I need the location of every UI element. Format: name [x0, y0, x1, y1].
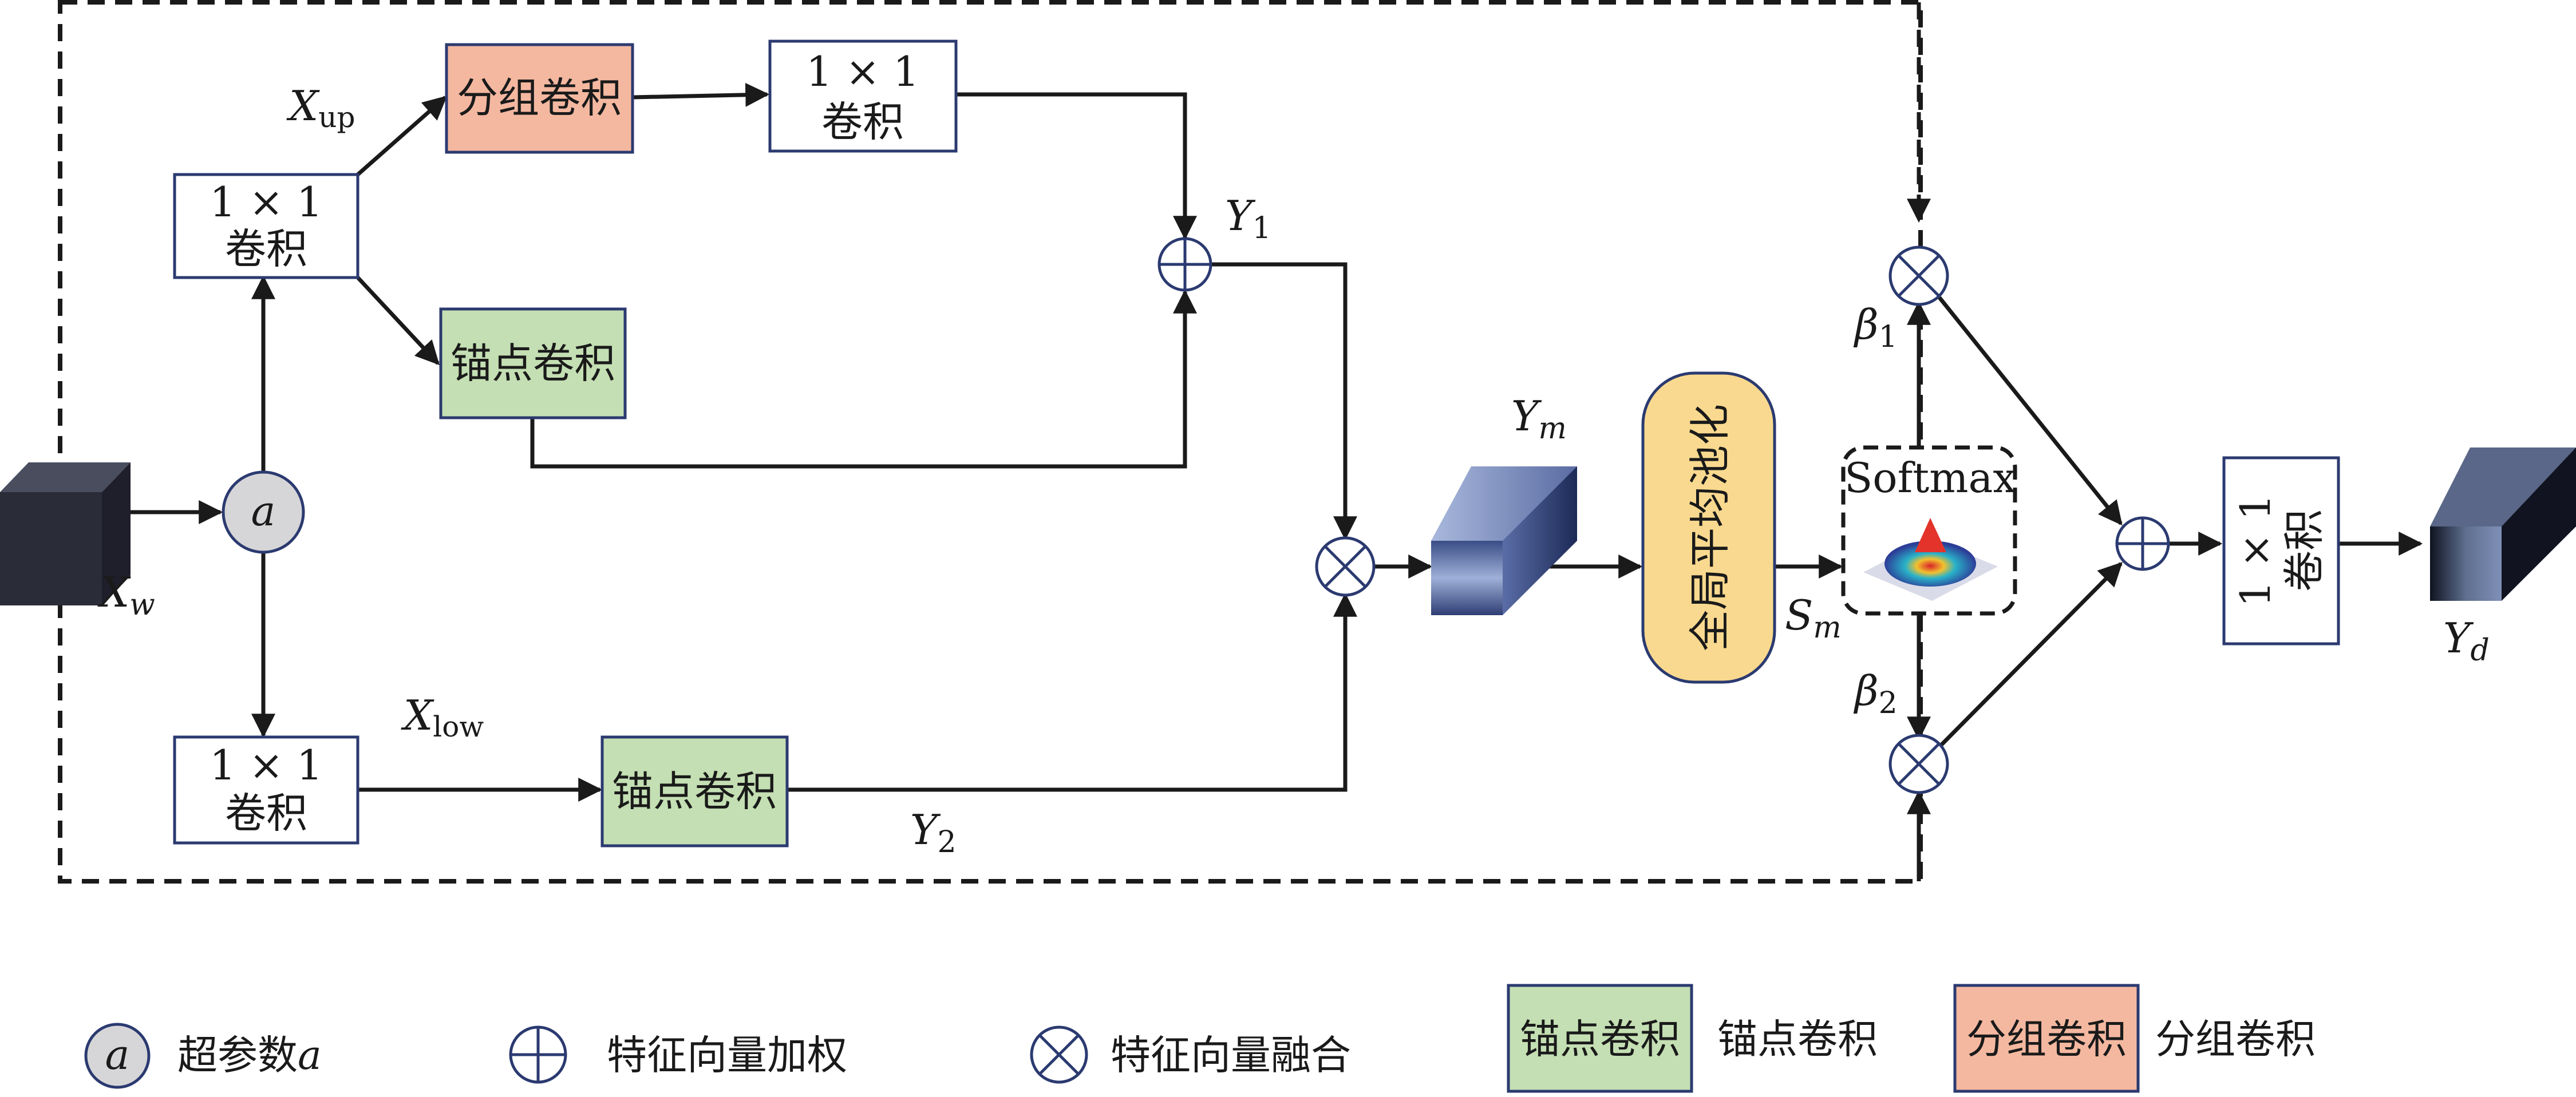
input-feature-block — [0, 462, 131, 605]
svg-text:卷积: 卷积 — [821, 98, 904, 146]
edge-add1-to-mul — [1211, 262, 1357, 541]
mul-node-beta1 — [1888, 245, 1949, 306]
svg-text:Softmax: Softmax — [1844, 454, 2016, 502]
label-beta2: β2 — [1853, 667, 1898, 720]
group-conv-block: 分组卷积 — [445, 43, 634, 154]
add-node-output — [2115, 516, 2170, 571]
svg-text:锚点卷积: 锚点卷积 — [1717, 1016, 1878, 1063]
svg-text:分组卷积: 分组卷积 — [457, 74, 622, 122]
svg-text:卷积: 卷积 — [2280, 509, 2328, 592]
label-x-up: Xup — [286, 82, 355, 134]
label-x-low: Xlow — [401, 691, 484, 743]
label-y-m: Ym — [1511, 392, 1567, 446]
svg-text:超参数a: 超参数a — [177, 1032, 322, 1079]
conv1x1-top-block: 1 × 1 卷积 — [173, 173, 359, 279]
anchor-conv-lower-block: 锚点卷积 — [600, 735, 789, 847]
module-boundary — [58, 0, 1923, 884]
legend-group: 分组卷积 分组卷积 — [1953, 984, 2316, 1093]
svg-text:a: a — [105, 1031, 130, 1079]
svg-text:1 × 1: 1 × 1 — [806, 47, 919, 96]
add-node-y1 — [1157, 237, 1212, 292]
edge-anchor-to-add1 — [530, 289, 1197, 469]
edge-group-to-conv — [632, 82, 770, 107]
conv1x1-bottom-block: 1 × 1 卷积 — [173, 735, 359, 845]
alpha-label: a — [251, 487, 276, 535]
softmax-block: Softmax — [1841, 445, 2017, 616]
edge-conv-to-add1 — [956, 92, 1197, 240]
svg-text:锚点卷积: 锚点卷积 — [612, 767, 777, 815]
output-feature-cube — [2430, 447, 2576, 601]
edge-top-conv-to-group — [356, 96, 448, 176]
label-x-w: Xw — [97, 568, 155, 622]
label-y2: Y2 — [910, 806, 957, 860]
svg-text:锚点卷积: 锚点卷积 — [451, 339, 615, 387]
legend-add: 特征向量加权 — [509, 1025, 847, 1084]
math-labels: Xup Xlow Xw Y1 Y2 Ym Sm β1 β2 Yd — [97, 82, 2490, 860]
svg-text:特征向量加权: 特征向量加权 — [607, 1032, 847, 1079]
legend-mul: 特征向量融合 — [1030, 1025, 1351, 1084]
legend: a 超参数a 特征向量加权 特征向量融合 锚点卷积 锚点卷积 分组卷积 分组卷积 — [84, 984, 2316, 1093]
conv1x1-upper-block: 1 × 1 卷积 — [768, 39, 958, 153]
svg-text:分组卷积: 分组卷积 — [2155, 1016, 2316, 1063]
edge-anchor-to-mul — [787, 592, 1357, 792]
svg-text:全局平均池化: 全局平均池化 — [1686, 404, 1734, 651]
svg-text:卷积: 卷积 — [225, 225, 307, 273]
svg-text:特征向量融合: 特征向量融合 — [1111, 1032, 1351, 1079]
gap-block: 全局平均池化 — [1641, 371, 1776, 684]
legend-anchor: 锚点卷积 锚点卷积 — [1507, 984, 1878, 1093]
svg-text:卷积: 卷积 — [225, 789, 307, 837]
svg-text:1 × 1: 1 × 1 — [2231, 494, 2279, 607]
label-beta1: β1 — [1853, 300, 1898, 354]
label-y1: Y1 — [1225, 192, 1271, 245]
conv1x1-output-block: 1 × 1 卷积 — [2222, 456, 2340, 645]
ym-feature-cube — [1431, 466, 1577, 615]
svg-text:1 × 1: 1 × 1 — [210, 741, 323, 789]
label-y-d: Yd — [2443, 614, 2490, 668]
alpha-node: a — [222, 470, 305, 554]
edge-top-conv-to-anchor — [356, 276, 440, 366]
edge-mul-top-to-add2 — [1938, 296, 2123, 526]
mul-node-fusion — [1315, 536, 1376, 597]
anchor-conv-upper-block: 锚点卷积 — [439, 307, 627, 419]
svg-text:分组卷积: 分组卷积 — [1966, 1016, 2127, 1063]
edge-mul-bottom-to-add2 — [1938, 562, 2123, 749]
connectors — [131, 2, 2423, 881]
svg-text:1 × 1: 1 × 1 — [210, 178, 323, 226]
label-s-m: Sm — [1785, 591, 1842, 645]
svg-text:锚点卷积: 锚点卷积 — [1520, 1016, 1680, 1063]
mul-node-beta2 — [1888, 734, 1949, 794]
legend-hyperparam: a 超参数a — [84, 1023, 322, 1089]
